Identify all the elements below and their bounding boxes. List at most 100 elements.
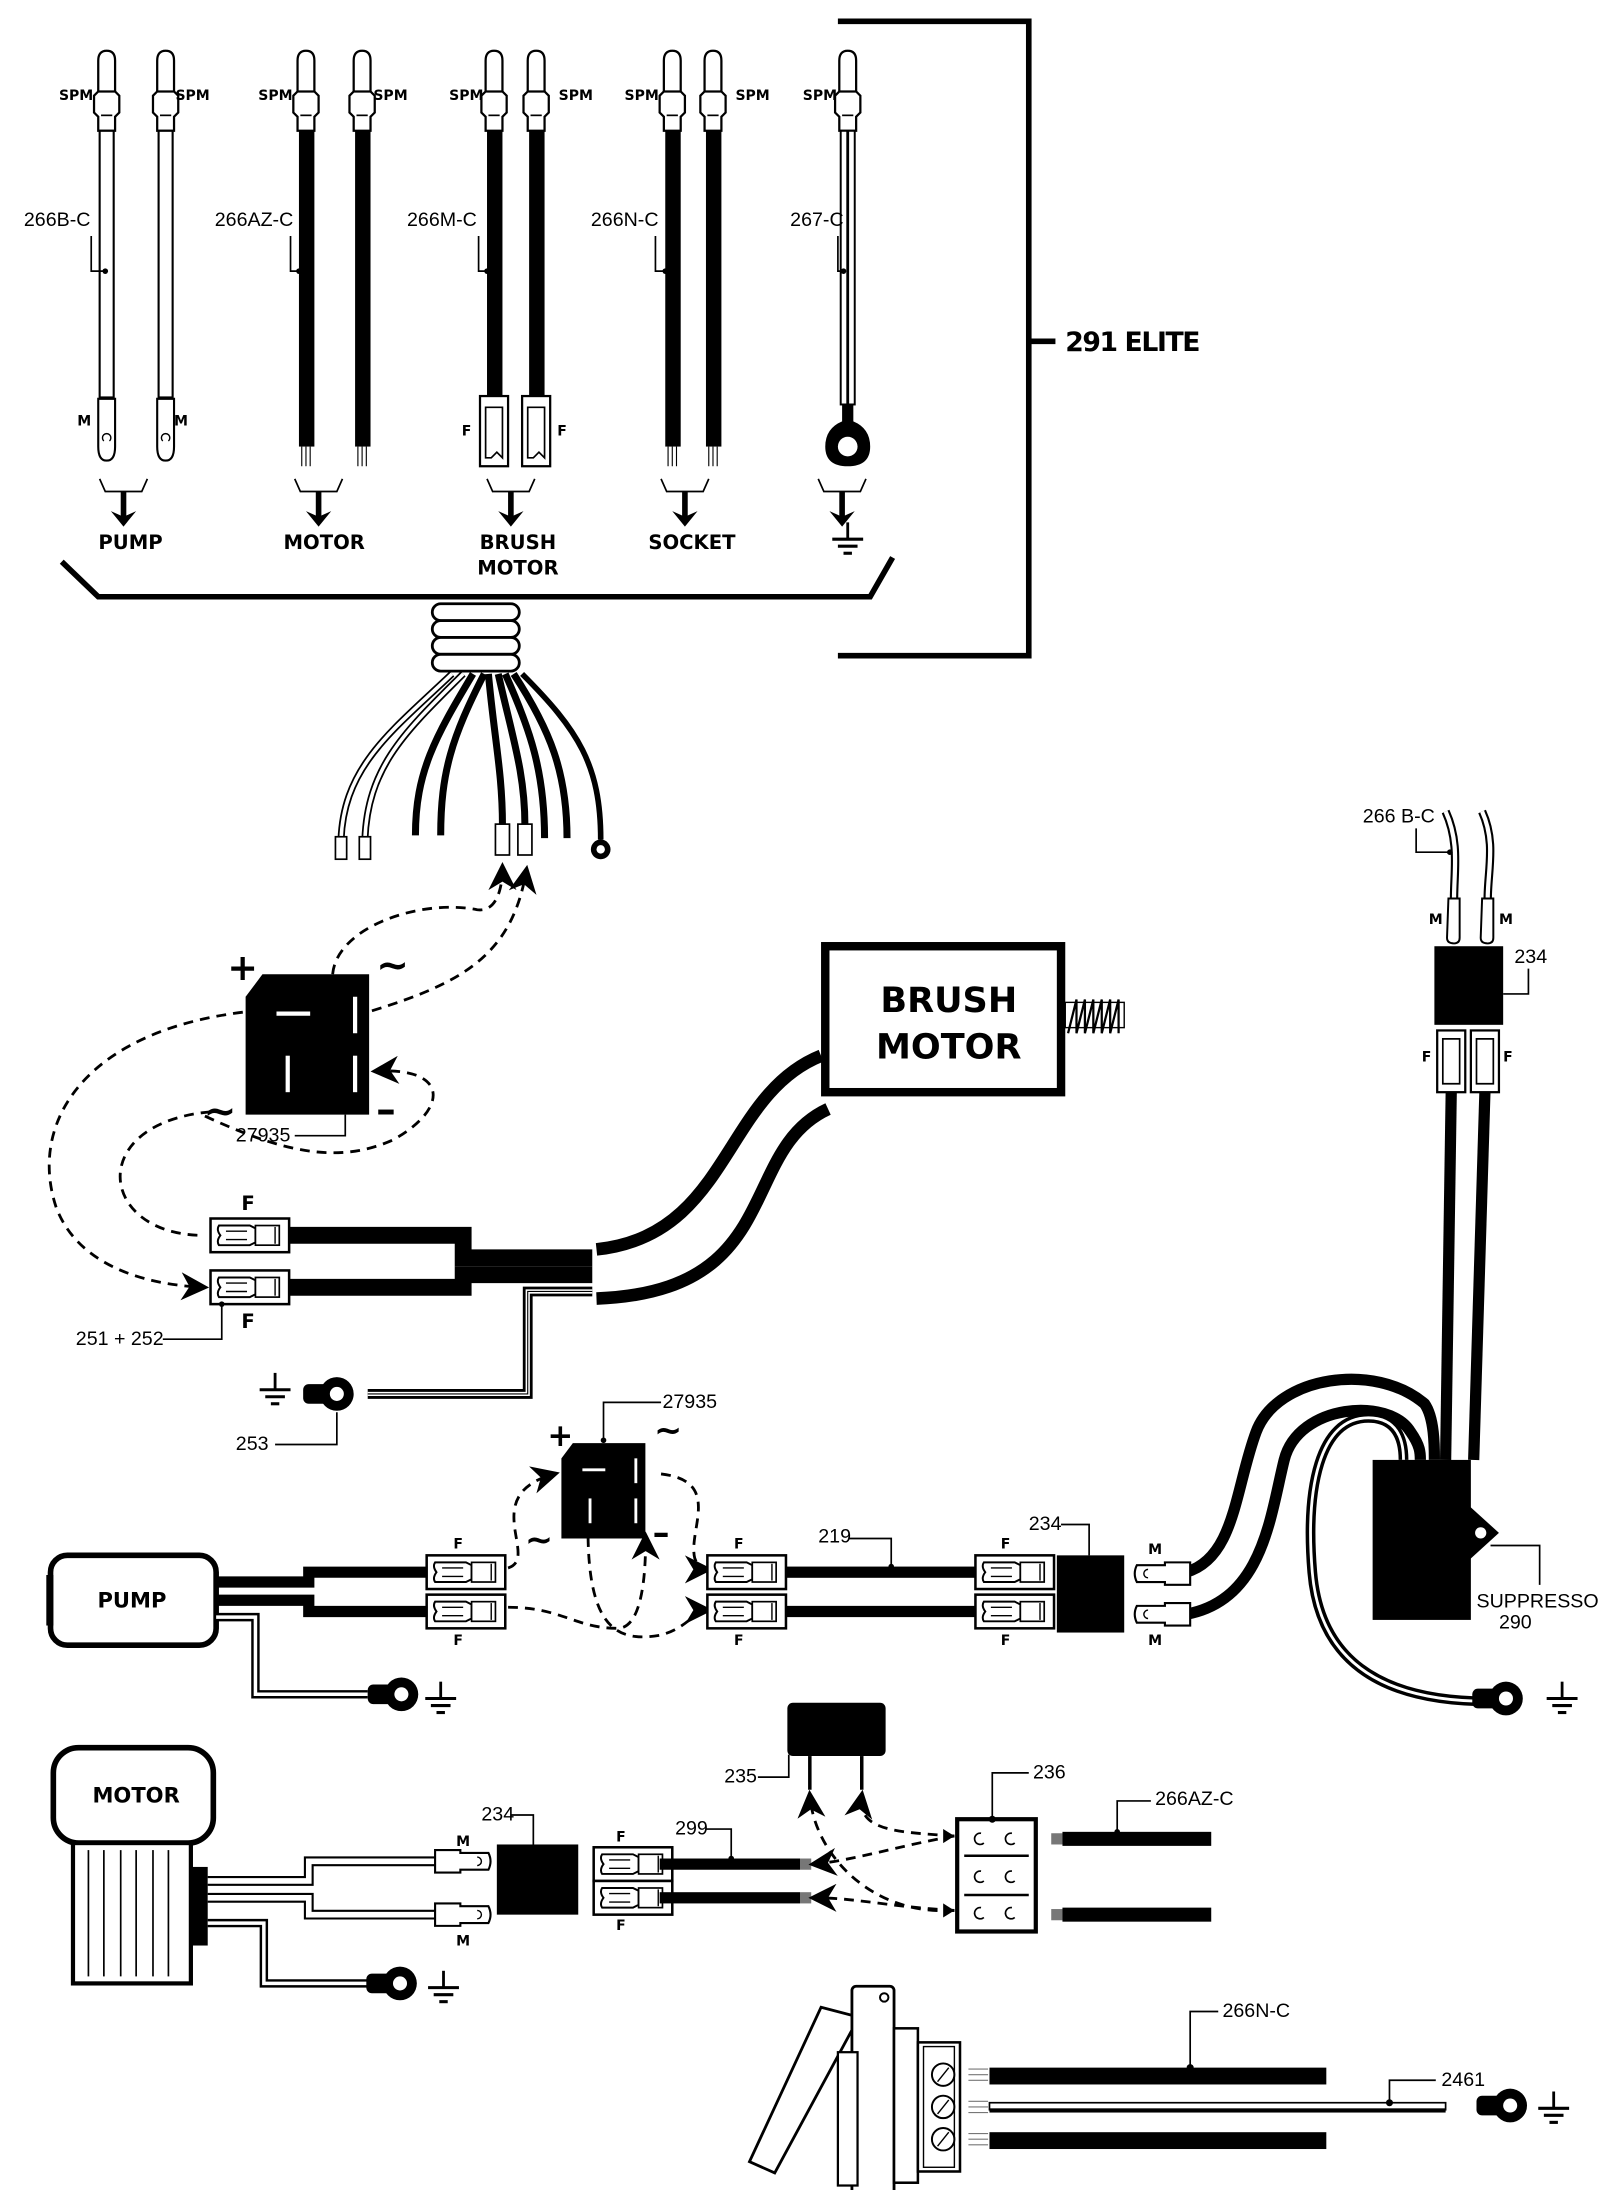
harness-group-ground: SPM 267-C [790,49,871,467]
harness-title: 291 ELITE [1065,327,1199,358]
arrow-down-icon [817,478,867,527]
female-connector [425,1554,507,1591]
part-label-27935: 27935 [662,1391,717,1413]
terminal-label-spm: SPM [559,88,593,104]
capacitor-235 [787,1702,886,1757]
destination-label-motor: MOTOR [284,531,365,554]
ring-terminal [366,1966,417,2001]
male-connector [434,1849,492,1874]
part-label-27935: 27935 [236,1124,291,1146]
terminal-label-m: M [456,1834,470,1850]
ground-icon [426,1969,461,2004]
female-connector [706,1554,788,1591]
harness-group-brush-motor: SPM SPM F F 266M-C [407,49,593,468]
connector-label-f: F [453,1633,463,1649]
destination-arrows: PUMP MOTOR BRUSH MOTOR SOCKET [98,478,867,579]
screw-icon [930,2062,956,2087]
terminal-label-spm: SPM [449,88,483,104]
ac-icon: ~ [204,1089,237,1134]
part-label-2461: 2461 [1441,2069,1485,2091]
minus-icon: – [376,1088,396,1133]
ground-icon [1536,2089,1571,2124]
socket-section: 266N-C 2461 [747,1984,1571,2190]
terminal-label-m: M [1148,1542,1162,1558]
ring-terminal [303,1377,354,1411]
male-connector [1133,1561,1192,1586]
female-connector [974,1554,1056,1591]
spring-icon [1064,999,1125,1034]
minus-icon: – [653,1513,670,1552]
terminal-label-m: M [1499,912,1513,928]
destination-label-pump: PUMP [98,531,162,554]
harness-group-pump: SPM SPM M M 266B-C [24,49,210,462]
brush-motor-box [821,942,1066,1097]
ring-terminal [367,1677,419,1712]
suppressor-label: SUPPRESSOR [1476,1590,1600,1612]
harness-291-elite: SPM SPM M M 266B-C SPM SPM 266AZ-C [24,18,1201,861]
part-label-266n-c: 266N-C [591,209,659,231]
destination-label-motor-2: MOTOR [477,556,558,579]
terminal-label-f: F [557,423,567,439]
male-connector [434,1902,492,1927]
harness-group-motor: SPM SPM 266AZ-C [215,49,408,467]
connector-label-f: F [734,1536,744,1552]
connector-label-f: F [616,1918,626,1934]
screw-icon [930,2126,956,2152]
female-connector [974,1593,1056,1630]
terminal-label-spm: SPM [735,88,769,104]
part-label-251-252: 251 + 252 [76,1328,164,1350]
arrow-down-icon [486,478,536,527]
ring-terminal [1476,2088,1528,2123]
part-label-234: 234 [1514,946,1547,968]
terminal-label-m: M [1148,1633,1162,1649]
ac-icon: ~ [376,944,409,989]
ground-icon [423,1680,458,1715]
bracket [837,18,1032,659]
filter-234 [496,1844,579,1915]
arrow-down-icon [293,478,344,527]
brush-motor-section: + ~ ~ – 27935 F F 251 + 252 253 BRUSH MO… [47,862,1125,1455]
connector-label-f: F [616,1830,626,1846]
screw-icon [930,2094,956,2120]
plus-icon: + [227,946,258,989]
female-connector [209,1269,291,1306]
filter-234 [1056,1555,1125,1633]
ground-icon [258,1371,293,1406]
part-label-267-c: 267-C [790,209,843,231]
suppressor-part-number: 290 [1499,1611,1532,1633]
suppressor-290 [1372,1459,1499,1620]
part-label-266n-c: 266N-C [1222,2000,1290,2022]
female-connector [425,1593,507,1630]
terminal-block-236 [955,1817,1038,1934]
part-label-234: 234 [1029,1513,1062,1535]
ac-icon: ~ [654,1411,682,1450]
connector-label-f: F [241,1192,254,1215]
connector-label-f: F [734,1633,744,1649]
terminal-label-spm: SPM [373,88,407,104]
harness-group-socket: SPM SPM 266N-C [591,49,770,467]
female-connector [209,1217,291,1254]
rectifier-27935 [246,974,370,1114]
terminal-label-spm: SPM [625,88,659,104]
female-connector [706,1593,788,1630]
motor-label: MOTOR [92,1782,179,1807]
suppressor-section: M M 266 B-C 234 F F SUPPRESSOR 290 [1184,806,1600,1716]
connector-label-f: F [241,1310,254,1333]
plus-icon: + [547,1418,573,1454]
part-label-266b-c: 266B-C [24,209,91,231]
brush-motor-label-2: MOTOR [876,1027,1022,1068]
terminal-label-spm: SPM [803,88,837,104]
terminal-label-f: F [1503,1049,1513,1065]
arrow-down-icon [98,478,149,527]
pump-section: PUMP F F + ~ ~ – 27935 F F 219 [46,1391,1192,1715]
part-label-299: 299 [675,1818,708,1840]
brush-motor-label: BRUSH [880,980,1017,1021]
part-label-235: 235 [724,1766,757,1788]
ground-icon [1545,1680,1580,1715]
rectifier-27935 [559,1441,647,1540]
terminal-label-spm: SPM [175,88,209,104]
connector-label-f: F [453,1536,463,1552]
pump-label: PUMP [97,1587,166,1612]
terminal-label-m: M [77,414,91,430]
